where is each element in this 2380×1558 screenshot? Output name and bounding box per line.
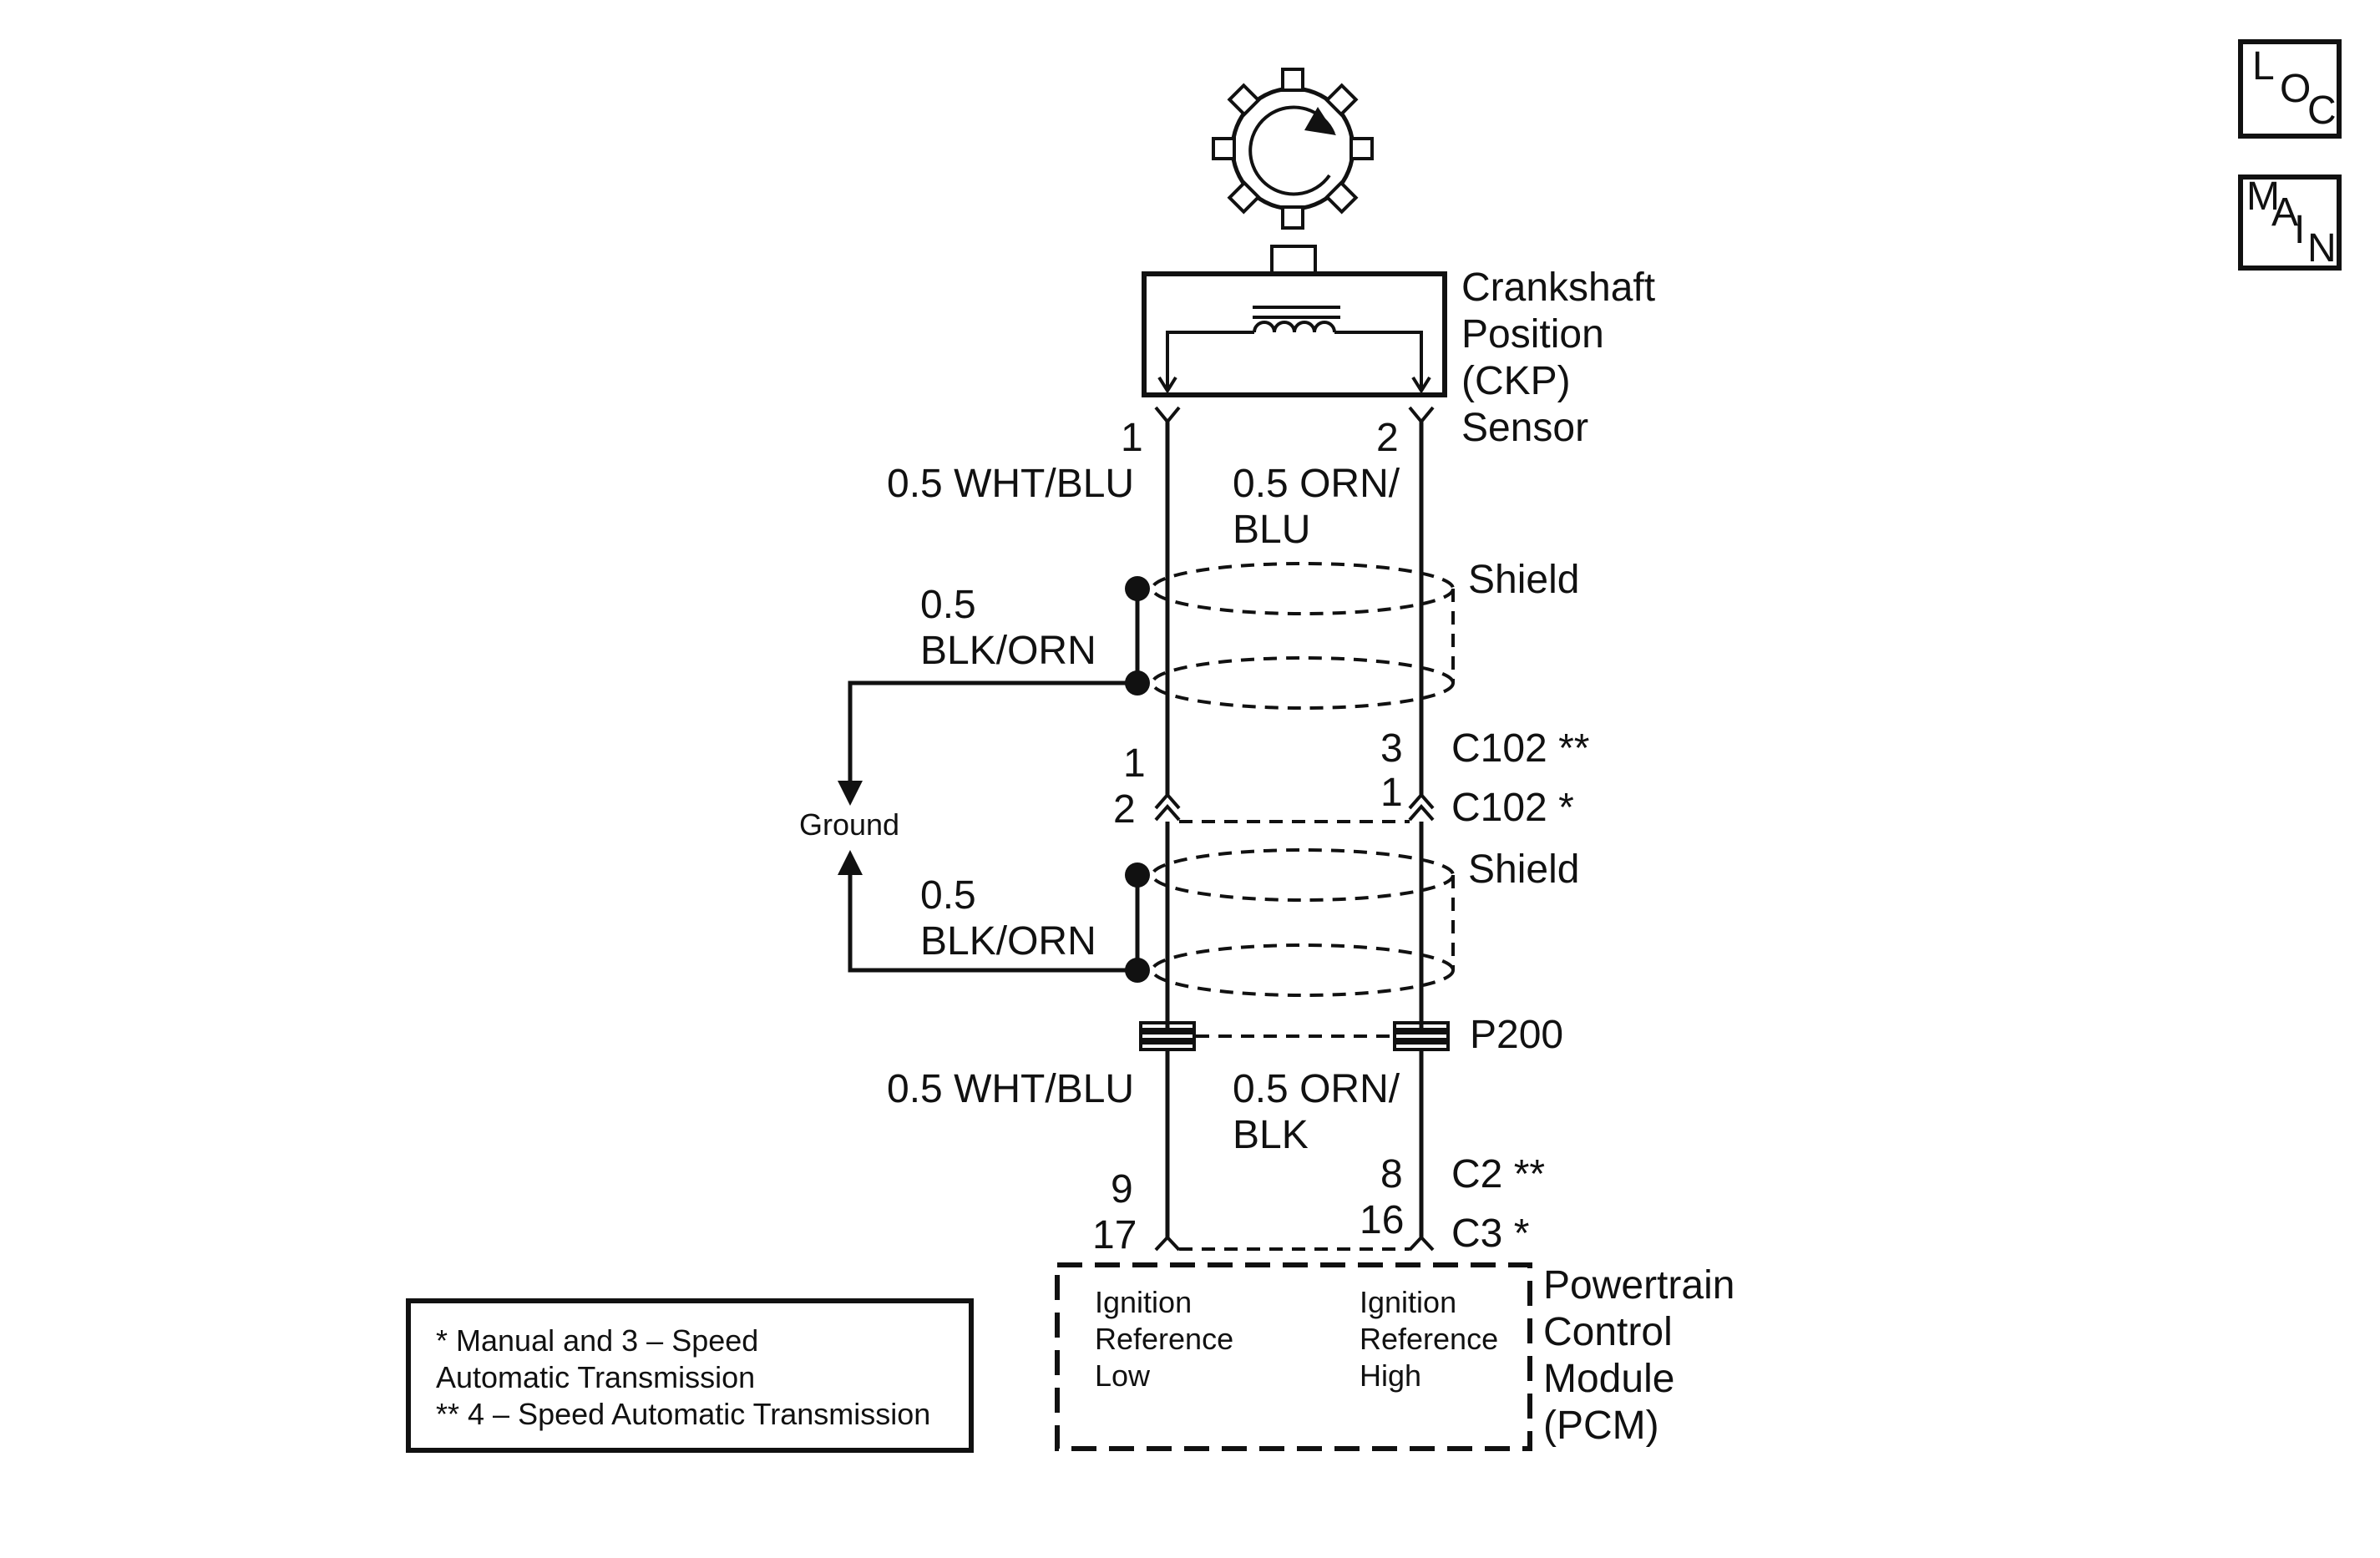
svg-text:Position: Position <box>1461 312 1604 357</box>
reluctor-wheel-icon <box>1212 68 1374 276</box>
svg-text:BLU: BLU <box>1233 508 1310 552</box>
wire-label-wht-blu-upper: 0.5 WHT/BLU <box>887 462 1134 506</box>
legend-box: * Manual and 3 – Speed Automatic Transmi… <box>406 1298 974 1453</box>
ckp-sensor-label: Crankshaft Position (CKP) Sensor <box>1461 266 1655 450</box>
reluctor-tooth <box>1350 137 1374 160</box>
pcm-pin-right-b: 16 <box>1360 1198 1404 1242</box>
p200-label: P200 <box>1470 1013 1563 1057</box>
lower-ground-wire-label: 0.5 BLK/ORN <box>920 873 1096 964</box>
pcm-connector <box>1154 1235 1435 1252</box>
reluctor-tooth <box>1324 83 1359 117</box>
ground-label: Ground <box>799 807 899 842</box>
svg-text:Ignition: Ignition <box>1095 1285 1192 1319</box>
legend-line: Automatic Transmission <box>436 1360 755 1394</box>
sensor-pin-2: 2 <box>1376 416 1399 460</box>
upper-ground-wire-label: 0.5 BLK/ORN <box>920 583 1096 673</box>
reluctor-tooth <box>1281 68 1304 92</box>
reluctor-tooth <box>1227 180 1261 215</box>
svg-text:Ignition: Ignition <box>1360 1285 1456 1319</box>
svg-text:0.5: 0.5 <box>920 873 976 918</box>
svg-text:Sensor: Sensor <box>1461 406 1588 450</box>
main-letter-m: M <box>2246 175 2280 219</box>
lower-shield-label: Shield <box>1468 847 1579 892</box>
loc-button[interactable]: L O C <box>2238 39 2342 139</box>
reluctor-tooth <box>1212 137 1236 160</box>
pcm-connector-c2-label: C2 ** <box>1451 1152 1545 1196</box>
pcm-ignition-ref-low: Ignition Reference Low <box>1095 1285 1233 1393</box>
sensor-pin-1: 1 <box>1121 416 1143 460</box>
ground-arrow-up-icon <box>838 850 863 875</box>
main-letter-n: N <box>2307 226 2337 271</box>
pcm-ignition-ref-high: Ignition Reference High <box>1360 1285 1498 1393</box>
c102-connector <box>1154 792 1435 823</box>
svg-text:High: High <box>1360 1358 1421 1393</box>
ckp-sensor-body <box>1142 271 1447 397</box>
svg-text:Powertrain: Powertrain <box>1543 1263 1734 1308</box>
pcm-connector-c3-label: C3 * <box>1451 1211 1529 1256</box>
reluctor-tooth <box>1227 83 1261 117</box>
main-button[interactable]: M A I N <box>2238 175 2342 271</box>
legend-line: * Manual and 3 – Speed <box>436 1323 758 1358</box>
svg-text:0.5 ORN/: 0.5 ORN/ <box>1233 462 1400 506</box>
svg-text:Reference: Reference <box>1360 1322 1498 1356</box>
loc-letter-o: O <box>2280 67 2311 111</box>
upper-shield-label: Shield <box>1468 558 1579 602</box>
main-letter-a: A <box>2271 190 2298 235</box>
lower-shield <box>1151 848 1455 997</box>
c102-pin-left-b: 2 <box>1113 787 1136 832</box>
p200-pass-through <box>1139 1021 1450 1051</box>
c102-pin-right-b: 1 <box>1380 771 1403 815</box>
pcm-pin-left-a: 9 <box>1111 1167 1133 1211</box>
svg-text:(PCM): (PCM) <box>1543 1404 1659 1448</box>
upper-ground-wire <box>848 680 1137 785</box>
upper-shield <box>1151 562 1455 710</box>
main-letter-i: I <box>2294 208 2305 252</box>
svg-text:0.5 ORN/: 0.5 ORN/ <box>1233 1067 1400 1111</box>
c102-label-manual: C102 * <box>1451 786 1574 830</box>
c102-pin-left-a: 1 <box>1123 741 1146 786</box>
svg-text:Reference: Reference <box>1095 1322 1233 1356</box>
loc-letter-l: L <box>2252 44 2275 89</box>
wire-label-orn-blu: 0.5 ORN/ BLU <box>1233 462 1400 552</box>
svg-text:(CKP): (CKP) <box>1461 359 1571 403</box>
svg-text:Crankshaft: Crankshaft <box>1461 266 1655 310</box>
pcm-pin-left-b: 17 <box>1092 1213 1137 1257</box>
c102-label-4spd: C102 ** <box>1451 726 1589 771</box>
svg-text:BLK/ORN: BLK/ORN <box>920 629 1096 673</box>
wire-runs <box>1165 422 1424 1237</box>
c102-pin-right-a: 3 <box>1380 726 1403 771</box>
ground-arrow-down-icon <box>838 781 863 806</box>
loc-letter-c: C <box>2307 89 2337 133</box>
svg-text:Low: Low <box>1095 1358 1151 1393</box>
svg-text:Control: Control <box>1543 1310 1673 1354</box>
svg-text:0.5: 0.5 <box>920 583 976 627</box>
svg-text:BLK/ORN: BLK/ORN <box>920 919 1096 964</box>
reluctor-tooth <box>1281 205 1304 230</box>
pcm-label: Powertrain Control Module (PCM) <box>1543 1263 1734 1448</box>
reluctor-tooth <box>1324 180 1359 215</box>
pcm-box <box>1055 1262 1532 1451</box>
wire-label-orn-blk: 0.5 ORN/ BLK <box>1233 1067 1400 1157</box>
wire-label-wht-blu-lower: 0.5 WHT/BLU <box>887 1067 1134 1111</box>
lower-ground-wire <box>848 873 1137 973</box>
svg-text:Module: Module <box>1543 1357 1674 1401</box>
pcm-pin-right-a: 8 <box>1380 1152 1403 1196</box>
legend-line: ** 4 – Speed Automatic Transmission <box>436 1397 930 1431</box>
svg-text:BLK: BLK <box>1233 1113 1309 1157</box>
